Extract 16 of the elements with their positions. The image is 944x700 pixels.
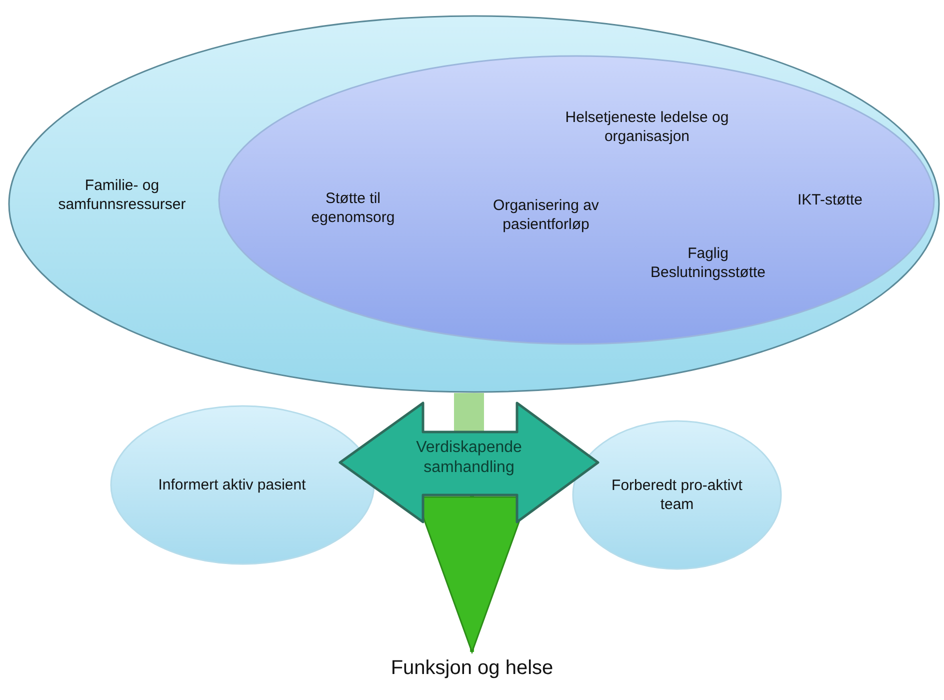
side-ellipse — [572, 420, 782, 570]
node-label: Forberedt pro-aktivt team — [610, 476, 744, 514]
node-label: Informert aktiv pasient — [157, 476, 307, 494]
node-label: Organisering av pasientforløp — [492, 196, 600, 234]
node-label: Støtte til egenomsorg — [310, 189, 396, 227]
side-ellipse — [110, 405, 375, 565]
node-label: Faglig Beslutningsstøtte — [649, 244, 767, 282]
node-label: Familie- og samfunnsressurser — [57, 176, 187, 214]
outer-ellipse — [8, 15, 940, 393]
node-label: Verdiskapende samhandling — [415, 438, 523, 478]
inner-ellipse — [218, 55, 935, 345]
node-label: Helsetjeneste ledelse og organisasjon — [564, 108, 730, 146]
outcome-label: Funksjon og helse — [390, 656, 554, 680]
double-arrow-shape — [338, 400, 600, 525]
node-label: IKT-støtte — [796, 190, 864, 210]
connector-bar — [454, 393, 484, 432]
